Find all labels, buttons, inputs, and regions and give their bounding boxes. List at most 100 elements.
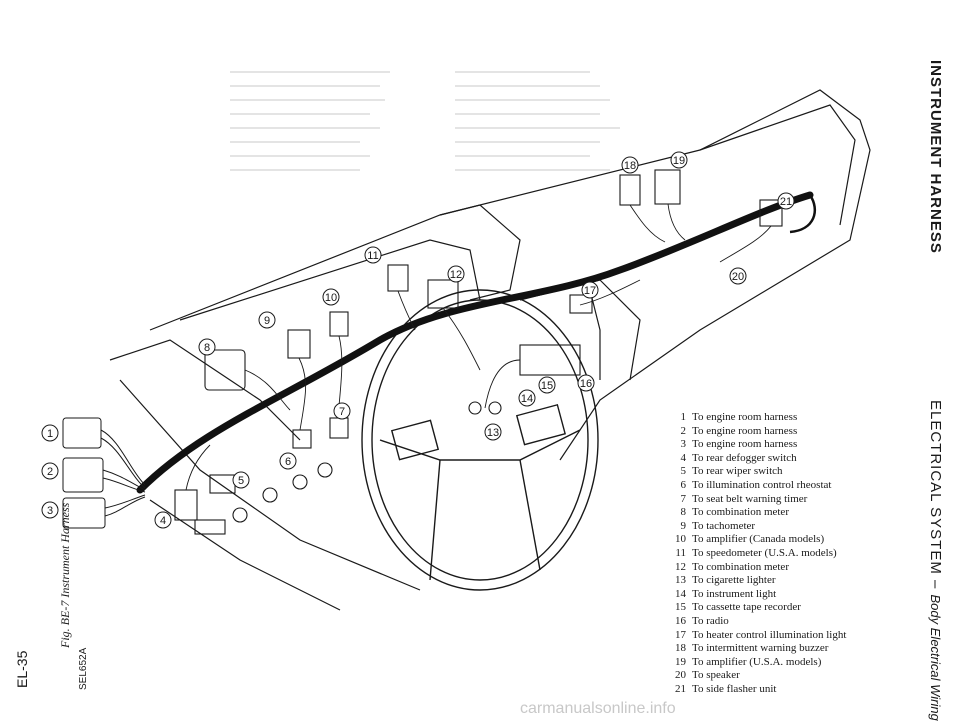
callout-7: 7: [333, 402, 351, 420]
legend-number: 8: [680, 506, 687, 519]
legend-item: 5 To rear wiper switch: [668, 465, 873, 479]
callout-20: 20: [729, 267, 747, 285]
legend-text: To combination meter: [692, 560, 789, 573]
legend-text: To rear defogger switch: [692, 451, 797, 464]
legend-text: To cigarette lighter: [692, 574, 776, 587]
svg-text:6: 6: [285, 456, 291, 468]
svg-text:17: 17: [584, 285, 596, 297]
legend-text: To combination meter: [692, 506, 789, 519]
legend-text: To speaker: [692, 669, 740, 682]
legend-number: 15: [675, 601, 686, 614]
svg-text:4: 4: [160, 515, 166, 527]
svg-text:9: 9: [264, 315, 270, 327]
callout-12: 12: [447, 265, 465, 283]
callout-3: 3: [41, 501, 59, 519]
legend-number: 7: [680, 492, 687, 505]
callout-10: 10: [322, 288, 340, 306]
legend-text: To intermittent warning buzzer: [692, 642, 829, 655]
legend-list: 1 To engine room harness 2 To engine room h…: [668, 411, 873, 696]
svg-text:21: 21: [780, 196, 792, 208]
page-number: EL-35: [14, 650, 30, 688]
svg-text:7: 7: [339, 406, 345, 418]
chapter-subtitle: Body Electrical Wiring: [928, 594, 943, 721]
svg-text:18: 18: [624, 160, 636, 172]
legend-item: 13 To cigarette lighter: [668, 574, 873, 588]
legend-number: 4: [680, 451, 687, 464]
svg-text:14: 14: [521, 393, 533, 405]
legend-number: 6: [680, 478, 687, 491]
legend-number: 14: [675, 587, 686, 600]
legend-number: 12: [675, 560, 686, 573]
callout-15: 15: [538, 376, 556, 394]
callout-8: 8: [198, 338, 216, 356]
legend-item: 7 To seat belt warning timer: [668, 493, 873, 507]
callout-5: 5: [232, 471, 250, 489]
legend-number: 2: [680, 424, 687, 437]
legend-item: 12 To combination meter: [668, 561, 873, 575]
legend-item: 9 To tachometer: [668, 520, 873, 534]
svg-text:5: 5: [238, 475, 244, 487]
callout-4: 4: [154, 511, 172, 529]
legend-number: 18: [675, 642, 686, 655]
legend-text: To heater control illumination light: [692, 628, 847, 641]
legend-number: 3: [680, 438, 687, 451]
legend-text: To seat belt warning timer: [692, 492, 808, 505]
callout-11: 11: [364, 246, 382, 264]
bleed-through-text: [230, 71, 620, 171]
callout-13: 13: [484, 423, 502, 441]
figure-code: SEL652A: [78, 647, 89, 690]
legend-text: To engine room harness: [692, 438, 798, 451]
svg-text:1: 1: [47, 428, 53, 440]
legend-item: 18 To intermittent warning buzzer: [668, 642, 873, 656]
svg-text:19: 19: [673, 155, 685, 167]
callouts: 1 2 3 4 5 6 7 8 9 10 11 12 13 14 15 16 1…: [41, 151, 795, 529]
legend-number: 9: [680, 519, 687, 532]
wire-leads: [185, 203, 772, 491]
svg-text:3: 3: [47, 505, 53, 517]
callout-2: 2: [41, 462, 59, 480]
callout-6: 6: [279, 452, 297, 470]
chapter-title: ELECTRICAL SYSTEM – Body Electrical Wiri…: [927, 400, 944, 721]
left-connector-bundle: [62, 417, 146, 529]
svg-text:11: 11: [367, 250, 378, 262]
legend-text: To tachometer: [692, 519, 756, 532]
harness-branch-right: [789, 194, 816, 234]
dashboard-outline: [109, 89, 871, 611]
svg-text:20: 20: [732, 271, 744, 283]
svg-text:2: 2: [47, 466, 53, 478]
legend-number: 13: [675, 574, 686, 587]
callout-14: 14: [518, 389, 536, 407]
legend-text: To engine room harness: [692, 424, 798, 437]
legend-text: To amplifier (U.S.A. models): [692, 655, 822, 668]
legend-item: 4 To rear defogger switch: [668, 452, 873, 466]
legend-text: To rear wiper switch: [692, 465, 783, 478]
legend-number: 17: [675, 628, 686, 641]
legend-text: To cassette tape recorder: [692, 601, 801, 614]
steering-wheel: [361, 289, 599, 591]
callout-21: 21: [777, 192, 795, 210]
callout-16: 16: [577, 374, 595, 392]
legend-text: To side flasher unit: [692, 682, 777, 695]
legend-text: To engine room harness: [692, 411, 798, 423]
legend-item: 8 To combination meter: [668, 506, 873, 520]
legend-text: To amplifier (Canada models): [692, 533, 825, 546]
legend-text: To illumination control rheostat: [692, 478, 832, 491]
callout-19: 19: [670, 151, 688, 169]
svg-text:8: 8: [204, 342, 210, 354]
lower-switches: [194, 462, 333, 535]
legend-number: 5: [680, 465, 687, 478]
legend-item: 17 To heater control illumination light: [668, 629, 873, 643]
legend-number: 16: [675, 614, 686, 627]
legend-item: 2 To engine room harness: [668, 425, 873, 439]
legend-number: 11: [675, 546, 686, 559]
svg-text:10: 10: [325, 292, 337, 304]
legend-number: 1: [680, 411, 687, 423]
legend-item: 3 To engine room harness: [668, 438, 873, 452]
figure-caption: Fig. BE-7 Instrument Harness: [58, 502, 72, 648]
legend-number: 21: [675, 682, 686, 695]
